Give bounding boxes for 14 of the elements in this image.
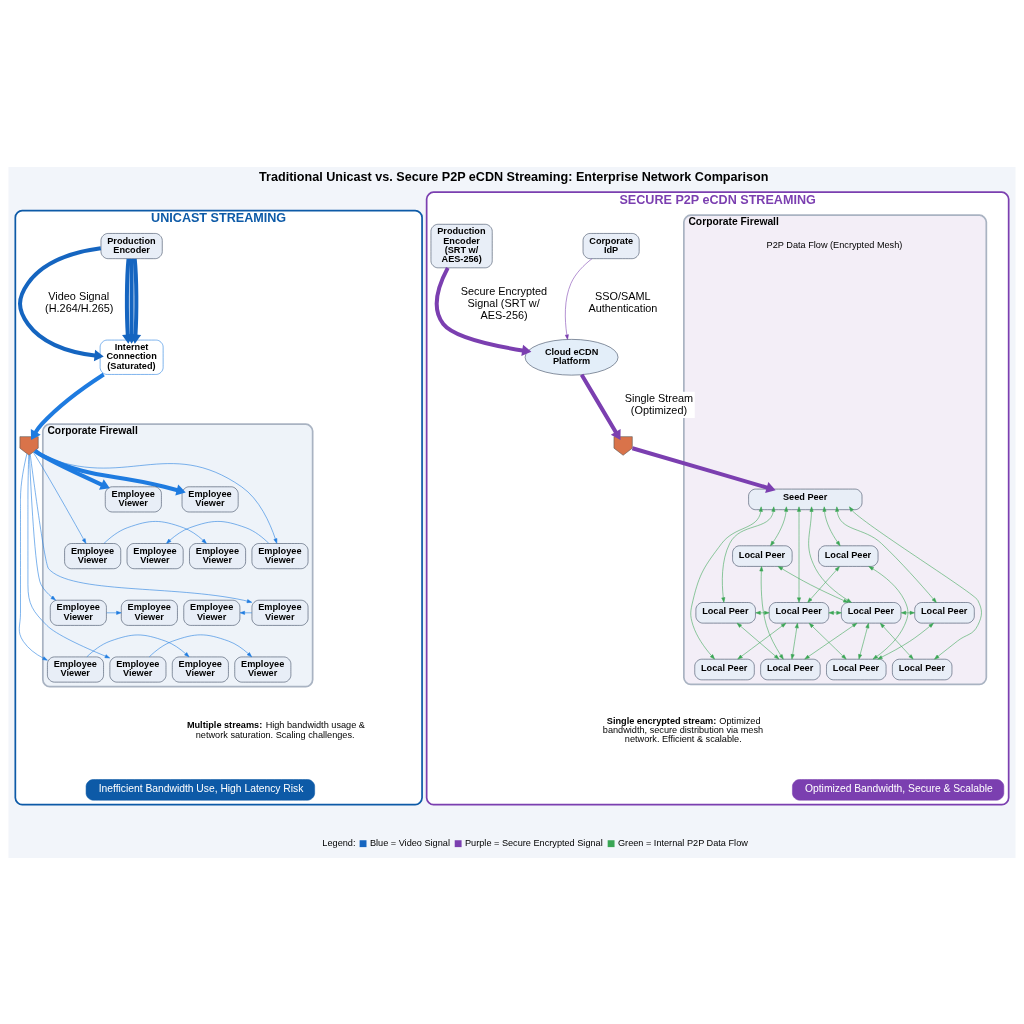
edge-label: SSO/SAML Authentication bbox=[588, 289, 658, 314]
diagram-title: Traditional Unicast vs. Secure P2P eCDN Streaming: Enterprise Network Comparison bbox=[259, 169, 769, 184]
label: Optimized Bandwidth, Secure & Scalable bbox=[805, 782, 993, 794]
legend-label: Purple = Secure Encrypted Signal bbox=[465, 837, 603, 848]
label: Single encrypted stream: Optimized bandwidth, secure distribution via mesh network. Efficient & scalable. bbox=[602, 715, 764, 744]
legend-label: Green = Internal P2P Data Flow bbox=[617, 837, 748, 848]
edge-label: Secure Encrypted Signal (SRT w/ AES-256) bbox=[460, 284, 548, 321]
legend-label: Blue = Video Signal bbox=[369, 837, 450, 848]
label: Legend: bbox=[322, 837, 356, 848]
label: Multiple streams: High bandwidth usage & network saturation. Scaling challenges. bbox=[186, 719, 365, 740]
label: Inefficient Bandwidth Use, High Latency Risk bbox=[98, 782, 304, 794]
label: P2P Data Flow (Encrypted Mesh) bbox=[766, 239, 903, 250]
edge-label: Single Stream (Optimized) bbox=[624, 391, 694, 416]
edge-label: Video Signal (H.264/H.265) bbox=[45, 289, 114, 314]
